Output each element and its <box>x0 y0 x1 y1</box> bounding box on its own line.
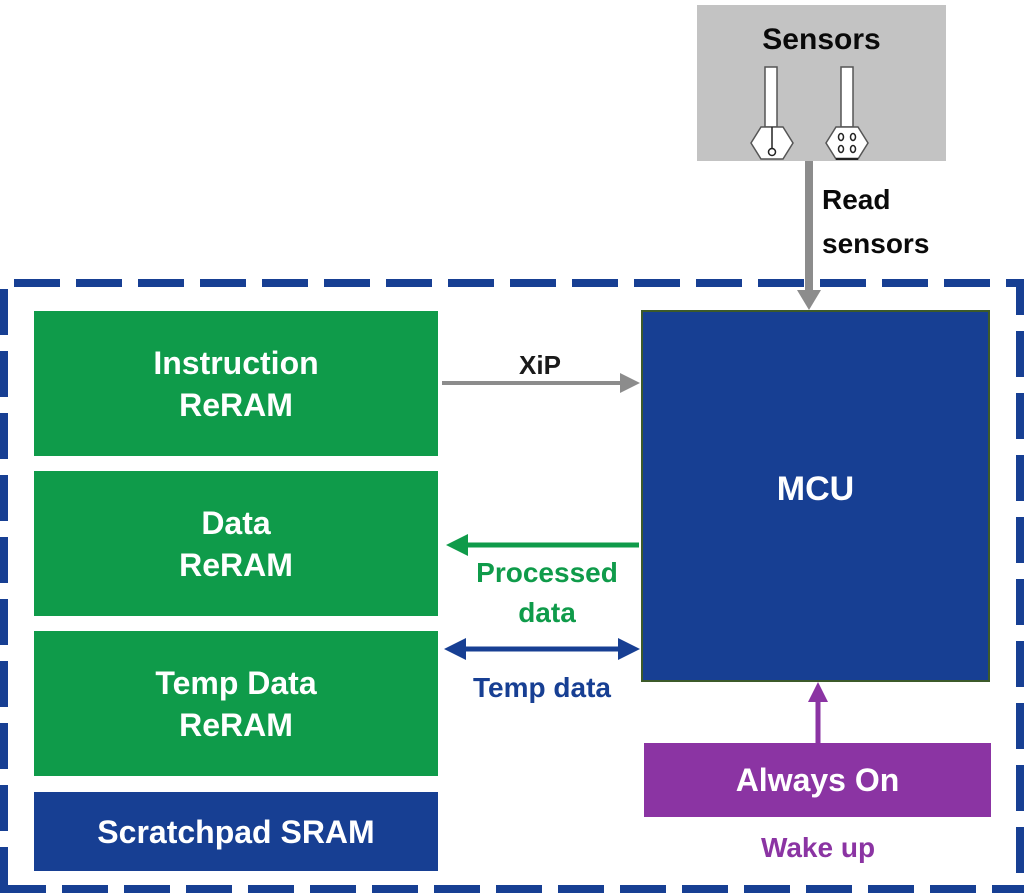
read-sensors-line2: sensors <box>822 228 930 259</box>
read-sensors-line1: Read <box>822 184 891 215</box>
wake-up-arrow <box>808 682 828 743</box>
temp-data-label: Temp data <box>473 672 611 703</box>
always-on-label: Always On <box>735 762 900 798</box>
processed-data-label: Processed data <box>462 553 632 633</box>
temp-data-reram-block: Temp Data ReRAM <box>34 631 438 776</box>
instruction-reram-block: Instruction ReRAM <box>34 311 438 456</box>
humidity-probe-icon <box>825 66 869 160</box>
xip-label: XiP <box>519 350 561 380</box>
read-sensors-arrow <box>797 161 821 310</box>
wake-up-label: Wake up <box>760 832 876 863</box>
temperature-probe-icon <box>750 66 794 160</box>
mcu-block: MCU <box>641 310 990 682</box>
scratchpad-sram-label: Scratchpad SRAM <box>97 813 375 850</box>
data-reram-line1: Data <box>201 504 271 541</box>
scratchpad-sram-block: Scratchpad SRAM <box>34 792 438 871</box>
temp-data-reram-line1: Temp Data <box>155 664 317 701</box>
sensors-box: Sensors <box>697 5 946 161</box>
temp-data-arrow <box>444 638 640 660</box>
read-sensors-label: Read sensors <box>822 178 929 266</box>
instruction-reram-line2: ReRAM <box>179 386 293 423</box>
temp-data-reram-line2: ReRAM <box>179 706 293 743</box>
processed-data-line2: data <box>518 597 576 628</box>
data-reram-line2: ReRAM <box>179 546 293 583</box>
always-on-block: Always On <box>644 743 991 817</box>
instruction-reram-line1: Instruction <box>153 344 319 381</box>
processed-data-line1: Processed <box>476 557 618 588</box>
sensors-title: Sensors <box>762 23 881 56</box>
data-reram-block: Data ReRAM <box>34 471 438 616</box>
mcu-label: MCU <box>776 469 855 508</box>
